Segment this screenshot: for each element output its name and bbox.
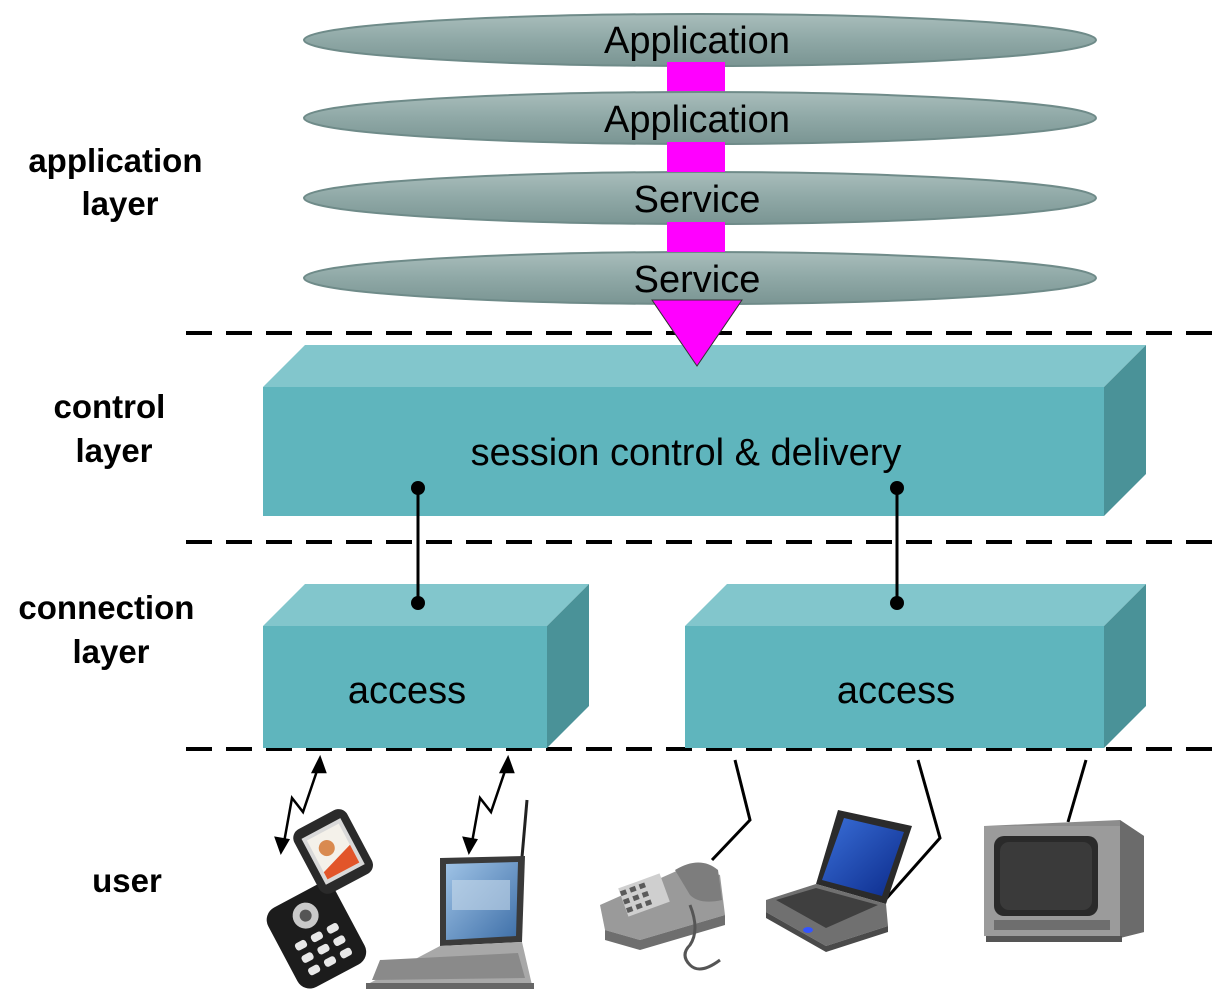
access-label: access [348,670,466,712]
application-layer-label: application layer [28,142,211,222]
access-box-right: access [685,584,1146,748]
crt-monitor-icon [984,820,1144,942]
connector-left [411,481,425,610]
laptop-wired-icon [766,810,912,952]
wired-link [883,759,942,901]
desk-telephone-icon [600,862,725,971]
application-stack: Application Application Service Service [303,13,1097,367]
stack-disc-4: Service [303,251,1097,305]
session-control-label: session control & delivery [471,432,902,474]
user-layer-label: user [92,862,162,899]
stack-disc-1: Application [303,13,1097,67]
access-box-left: access [263,584,589,748]
mobile-phone-icon [266,809,373,989]
stack-disc-label: Application [604,99,790,141]
session-control-box: session control & delivery [263,345,1146,516]
wireless-link-icon [274,754,327,855]
access-label: access [837,670,955,712]
stack-disc-3: Service [303,171,1097,225]
control-layer-label: control layer [54,388,175,469]
connector-right [890,481,904,610]
stack-disc-label: Service [634,259,761,301]
connection-layer-label: connection layer [18,589,203,670]
laptop-wireless-icon [366,799,534,989]
stack-disc-label: Service [634,179,761,221]
wireless-link-icon [462,754,515,855]
stack-disc-2: Application [303,91,1097,145]
stack-disc-label: Application [604,20,790,62]
wired-link [1066,759,1088,823]
wired-link [710,759,752,862]
